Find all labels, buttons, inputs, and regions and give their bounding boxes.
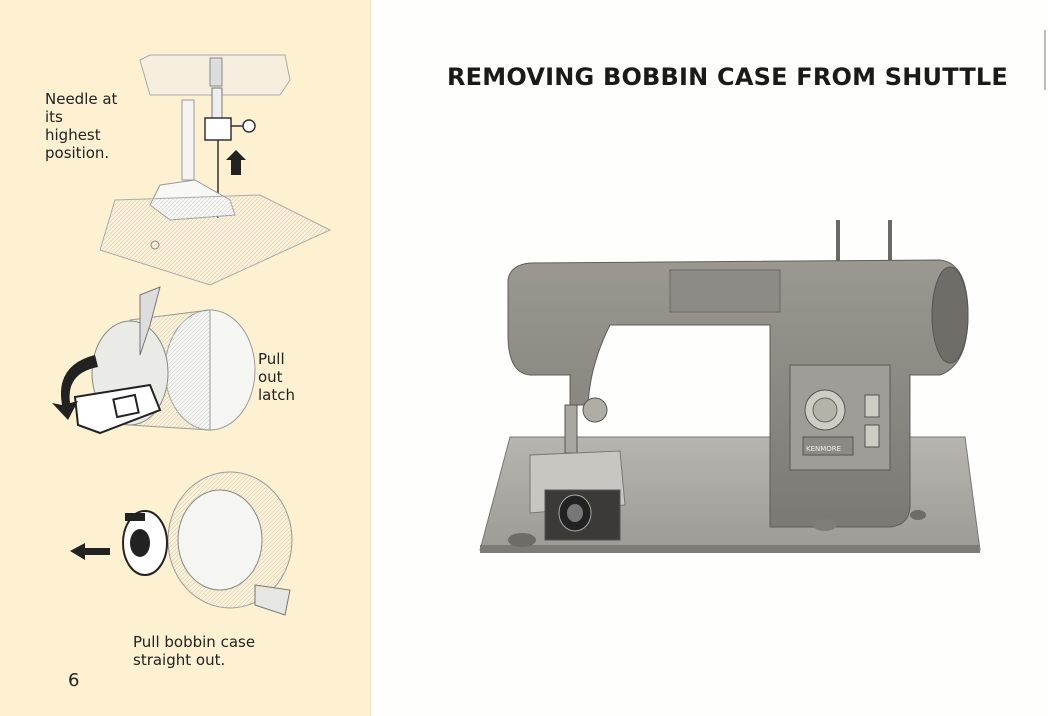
bobbin-caption: Pull bobbin case straight out. — [133, 633, 255, 669]
bobbin-illustration — [0, 465, 370, 635]
page-title: REMOVING BOBBIN CASE FROM SHUTTLE — [447, 63, 1008, 91]
needle-caption: Needle at its highest position. — [45, 90, 117, 162]
left-page-panel: Needle at its highest position. Pull out… — [0, 0, 371, 716]
sewing-machine-photo: KENMORE — [470, 215, 1010, 555]
machine-badge: KENMORE — [806, 445, 841, 453]
page-number: 6 — [68, 670, 79, 691]
latch-caption: Pull out latch — [258, 350, 295, 404]
page-edge-mark — [1044, 30, 1046, 90]
latch-illustration — [0, 285, 370, 455]
